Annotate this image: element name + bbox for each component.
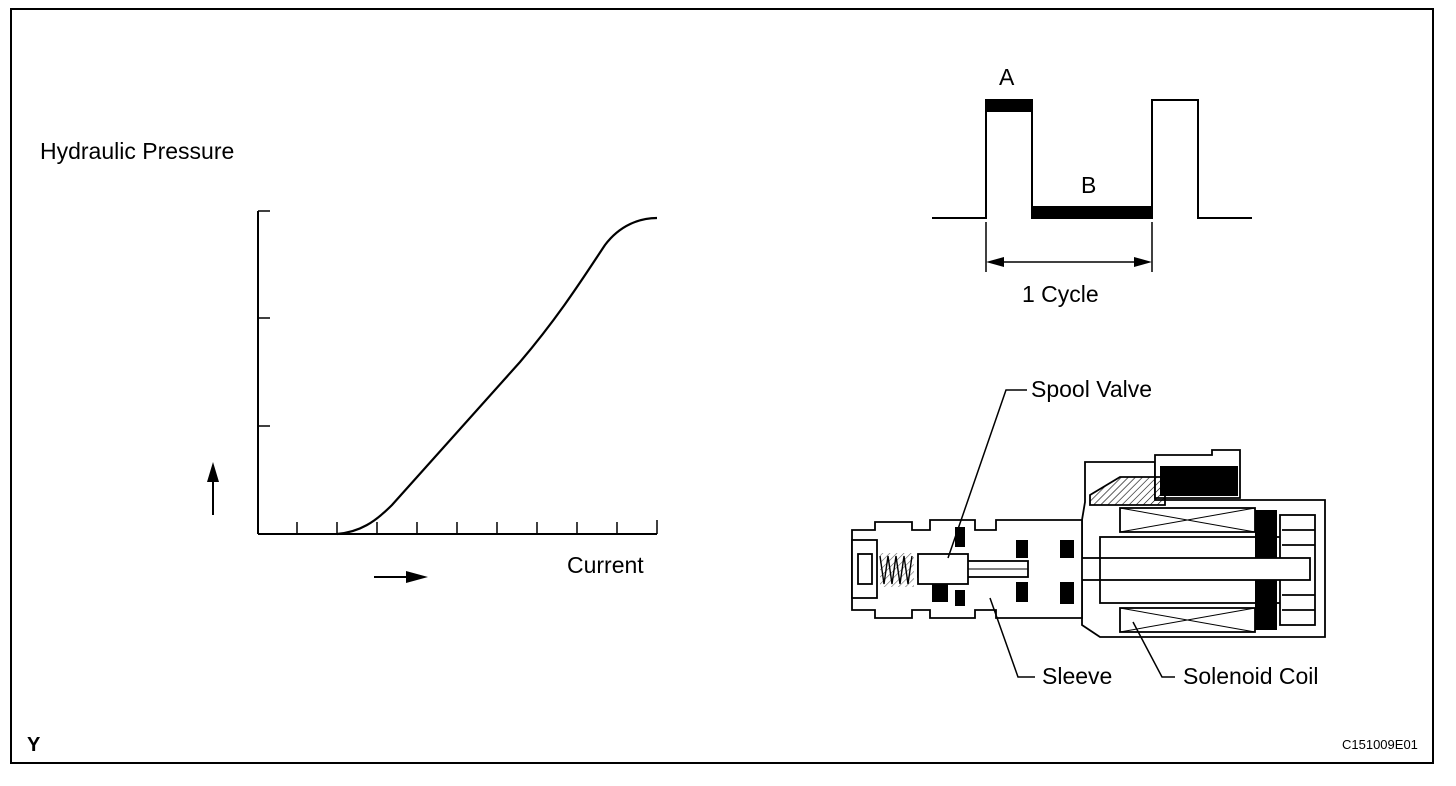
up-arrow-icon [207,462,219,515]
sleeve-leader [989,597,1035,678]
graph-x-ticks [296,520,658,534]
figure-frame [10,8,1434,764]
graph-x-label: Current [567,552,644,578]
pressure-graph [207,210,658,583]
on-period-bar-a [986,99,1032,112]
waveform-line [932,99,1252,219]
duty-waveform [932,99,1252,272]
cycle-label: 1 Cycle [1022,281,1099,307]
off-period-bar-b [1032,206,1152,219]
waveform-label-a: A [999,64,1015,90]
spool-valve-leader [947,389,1027,559]
sleeve-label: Sleeve [1042,663,1113,689]
pressure-curve [336,216,658,536]
corner-mark-y: Y [27,734,41,756]
graph-y-label: Hydraulic Pressure [40,138,235,164]
solenoid-coil-label: Solenoid Coil [1183,663,1319,689]
spool-valve-label: Spool Valve [1031,376,1153,402]
solenoid-coil-leader [1132,621,1175,678]
cycle-arrow-right-icon [1134,257,1152,267]
cycle-arrow-left-icon [986,257,1004,267]
solenoid-valve-illustration [851,449,1326,638]
right-arrow-icon [374,571,428,583]
seal-blocks [932,527,1074,606]
connector-terminal [1089,476,1166,506]
graph-y-ticks [258,210,270,427]
figure-code: C151009E01 [1342,737,1418,752]
leader-lines [947,389,1175,678]
waveform-label-b: B [1081,172,1097,198]
